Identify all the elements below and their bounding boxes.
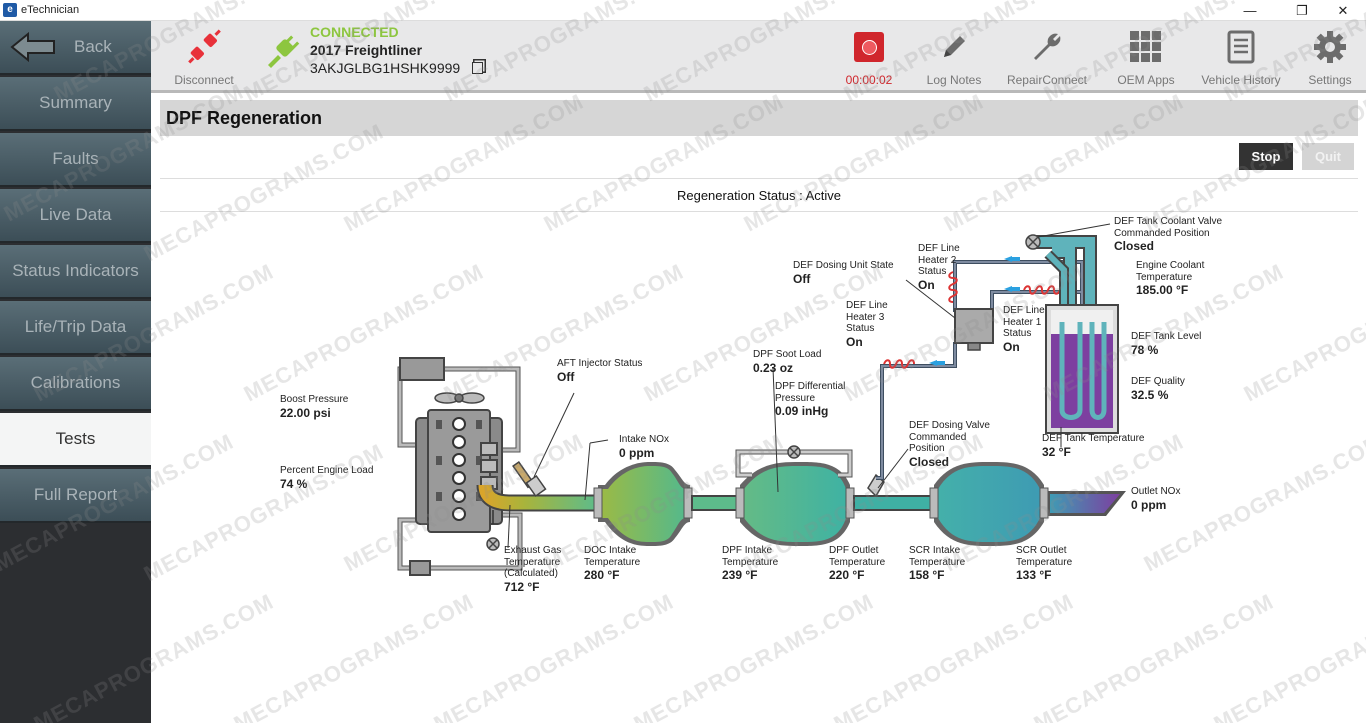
sidebar-item-live-data[interactable]: Live Data	[0, 189, 151, 243]
sidebar-item-calibrations[interactable]: Calibrations	[0, 357, 151, 411]
log-notes-button[interactable]: Log Notes	[909, 29, 999, 87]
connection-info: CONNECTED 2017 Freightliner 3AKJGLBG1HSH…	[310, 24, 484, 76]
copy-icon[interactable]	[472, 62, 484, 74]
vin-text: 3AKJGLBG1HSHK9999	[310, 60, 461, 76]
disconnect-button[interactable]: Disconnect	[159, 29, 249, 87]
wrench-icon	[1034, 33, 1061, 60]
repairconnect-button[interactable]: RepairConnect	[1002, 29, 1092, 87]
timer-text: 00:00:02	[845, 73, 893, 87]
settings-label: Settings	[1308, 73, 1352, 87]
record-button[interactable]: 00:00:02	[824, 29, 914, 87]
stop-button[interactable]: Stop	[1239, 143, 1293, 170]
vehicle-history-button[interactable]: Vehicle History	[1196, 29, 1286, 87]
restore-icon[interactable]: ❐	[1296, 3, 1308, 18]
page-title: DPF Regeneration	[160, 100, 1358, 136]
grid-icon	[1130, 31, 1161, 62]
back-label: Back	[74, 37, 112, 56]
app-icon: e	[3, 3, 17, 17]
back-button[interactable]: Back	[0, 21, 151, 75]
back-arrow-icon	[10, 32, 55, 62]
sidebar-item-life-trip-data[interactable]: Life/Trip Data	[0, 301, 151, 355]
window-titlebar: e eTechnician — ❐ ✕	[0, 0, 1366, 21]
minimize-icon[interactable]: —	[1243, 3, 1257, 18]
record-icon	[854, 32, 884, 62]
disconnect-label: Disconnect	[174, 73, 234, 87]
unplug-icon	[188, 29, 221, 64]
window-title: eTechnician	[21, 4, 80, 16]
vehicle-history-label: Vehicle History	[1201, 73, 1281, 87]
quit-button[interactable]: Quit	[1302, 143, 1354, 170]
top-toolbar: Disconnect CONNECTED 2017 Freightliner 3…	[151, 21, 1366, 93]
connection-status: CONNECTED	[310, 24, 399, 40]
vehicle-name: 2017 Freightliner	[310, 42, 423, 58]
sidebar-item-full-report[interactable]: Full Report	[0, 469, 151, 523]
sidebar: Back Summary Faults Live Data Status Ind…	[0, 21, 151, 723]
close-icon[interactable]: ✕	[1337, 3, 1349, 18]
sidebar-item-tests[interactable]: Tests	[0, 413, 151, 467]
oem-apps-button[interactable]: OEM Apps	[1101, 29, 1191, 87]
plug-connected-icon	[264, 31, 304, 76]
gear-icon	[1314, 31, 1346, 63]
sidebar-item-summary[interactable]: Summary	[0, 77, 151, 131]
pencil-icon	[944, 36, 965, 57]
oem-apps-label: OEM Apps	[1117, 73, 1175, 87]
settings-button[interactable]: Settings	[1290, 29, 1366, 87]
log-notes-label: Log Notes	[926, 73, 982, 87]
regeneration-status: Regeneration Status : Active	[160, 178, 1358, 212]
document-icon	[1227, 30, 1255, 64]
sidebar-item-faults[interactable]: Faults	[0, 133, 151, 187]
sidebar-item-status-indicators[interactable]: Status Indicators	[0, 245, 151, 299]
repairconnect-label: RepairConnect	[1006, 73, 1088, 87]
